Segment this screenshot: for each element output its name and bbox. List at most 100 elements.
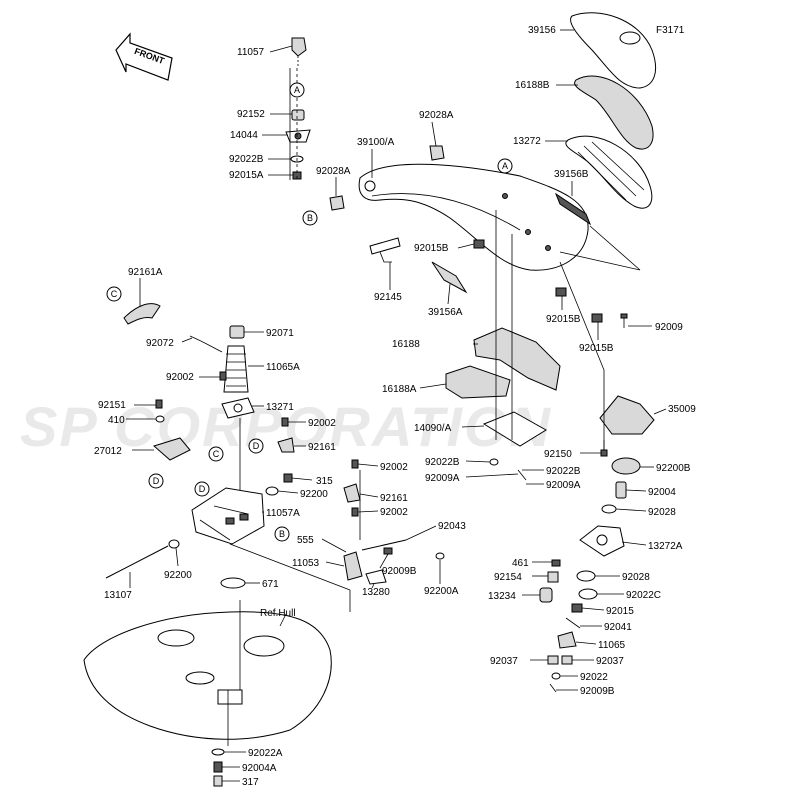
callout-d-mid: D — [248, 438, 264, 454]
cover-16188-part — [473, 327, 561, 391]
part-label: 92028A — [419, 110, 454, 121]
svg-text:D: D — [153, 476, 160, 486]
washer-92200a-part — [435, 552, 445, 560]
bolt-92009b-lower-part — [549, 683, 557, 693]
part-label: 92028A — [316, 166, 351, 177]
part-label: 92009B — [382, 566, 417, 577]
nut-92015-part — [571, 603, 583, 613]
washer-92022-part — [551, 672, 561, 680]
part-label: 16188A — [382, 384, 417, 395]
bracket-14044-part — [285, 129, 311, 143]
clip-92015b-left-part — [473, 239, 485, 249]
clip-92009b-center-part — [383, 547, 393, 555]
part-label: 92200A — [424, 586, 459, 597]
svg-text:D: D — [253, 441, 260, 451]
fitting-92004a-part — [213, 761, 223, 773]
part-label: 39156A — [428, 307, 463, 318]
bolt-461-part — [551, 559, 561, 567]
hull-part — [83, 611, 332, 740]
cover-39156-part — [570, 12, 656, 89]
spring-92154-part — [547, 571, 559, 583]
part-labels: 11057 92152 14044 92022B 92015A 39100/A … — [94, 25, 696, 788]
bracket-27012-part — [152, 437, 191, 461]
part-label: 92002 — [380, 462, 408, 473]
plate-13280-part — [365, 569, 387, 585]
part-label: 92002 — [308, 418, 336, 429]
part-label: 461 — [512, 558, 529, 569]
callout-d-housing: D — [194, 481, 210, 497]
cable-92072-part — [189, 335, 223, 353]
pad-39156b-part — [554, 192, 592, 226]
pad-39156a-part — [431, 261, 468, 294]
part-label: 39156B — [554, 169, 589, 180]
cover-16188b-part — [574, 75, 654, 150]
bolt-92002-center-b-part — [351, 507, 359, 517]
spring-92145-part — [369, 237, 401, 263]
part-label: 92028 — [648, 507, 676, 518]
svg-text:C: C — [213, 449, 220, 459]
part-label: 92041 — [604, 622, 632, 633]
washer-92028-upper-part — [601, 504, 617, 514]
washer-92200-left-part — [168, 539, 180, 549]
washer-410-part — [155, 415, 165, 423]
part-label: 14044 — [230, 130, 258, 141]
part-label: 14090/A — [414, 423, 452, 434]
oring-671-part — [220, 577, 246, 589]
part-label: 671 — [262, 579, 279, 590]
part-label: 39156 — [528, 25, 556, 36]
part-label: 92072 — [146, 338, 174, 349]
part-label: 92150 — [544, 449, 572, 460]
part-label: 16188 — [392, 339, 420, 350]
part-label: 92071 — [266, 328, 294, 339]
part-label: 92022B — [425, 457, 460, 468]
part-label: 11065A — [266, 362, 300, 373]
clip-92015b-right-a-part — [555, 287, 567, 297]
part-label: 11065 — [598, 640, 626, 651]
part-label: 11053 — [292, 558, 320, 569]
part-label: Ref.Hull — [260, 608, 296, 619]
callout-a-right: A — [497, 158, 513, 174]
part-label: 92161 — [308, 442, 336, 453]
svg-text:A: A — [502, 161, 508, 171]
washer-92022a-part — [211, 748, 225, 756]
svg-text:C: C — [111, 289, 118, 299]
collar-92152-part — [291, 109, 305, 121]
part-label: 16188B — [515, 80, 550, 91]
part-label: 13271 — [266, 402, 294, 413]
hook-11057-part — [291, 37, 307, 68]
part-label: 92145 — [374, 292, 402, 303]
part-label: 92154 — [494, 572, 522, 583]
callout-c-top: C — [106, 286, 122, 302]
part-label: 315 — [316, 476, 333, 487]
fitting-92004-part — [615, 481, 627, 499]
part-label: 92028 — [622, 572, 650, 583]
part-label: 92022C — [626, 590, 661, 601]
washer-92022c-part — [578, 588, 598, 600]
callout-b-bottom: B — [274, 526, 290, 542]
strap-92161-center-part — [343, 483, 361, 503]
cap-92028a-side-part — [329, 195, 345, 211]
nut-315-part — [283, 473, 293, 483]
plate-14090a-part — [482, 411, 547, 447]
part-label: 92037 — [490, 656, 518, 667]
part-label: 11057 — [237, 47, 265, 58]
valve-13234-part — [539, 587, 553, 603]
strap-92161-upper-part — [277, 437, 295, 453]
part-label: 92015B — [546, 314, 581, 325]
part-label: 92009B — [580, 686, 615, 697]
gasket-13271-part — [221, 397, 255, 419]
svg-text:B: B — [279, 529, 285, 539]
part-label: 92015 — [606, 606, 634, 617]
part-label: 13107 — [104, 590, 132, 601]
bolt-92002-center-a-part — [351, 459, 359, 469]
part-label: 410 — [108, 415, 125, 426]
part-label: 92151 — [98, 400, 126, 411]
part-label: 92161 — [380, 493, 408, 504]
washer-92200b-part — [611, 457, 641, 475]
reference-lines — [227, 68, 641, 746]
bolt-92151-part — [155, 399, 163, 409]
washer-92200-upper-part — [265, 486, 279, 496]
part-label: 92022B — [546, 466, 581, 477]
part-label: 92015B — [579, 343, 614, 354]
strap-92161a-part — [123, 303, 161, 325]
